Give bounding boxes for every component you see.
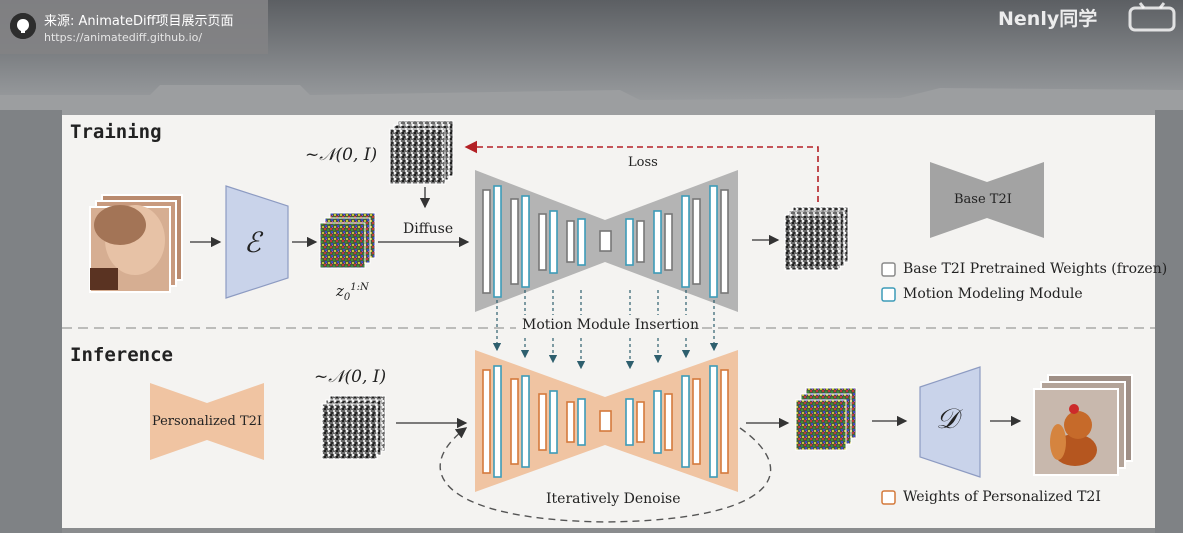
github-icon xyxy=(10,13,36,39)
legend-frozen-label: Base T2I Pretrained Weights (frozen) xyxy=(903,261,1168,277)
inference-noise-cube xyxy=(321,395,386,460)
training-title: Training xyxy=(70,121,162,143)
legend-swatch-personalized xyxy=(881,490,896,505)
training-noise-distribution: ~𝒩(0, I) xyxy=(305,145,378,165)
personalized-t2i-label: Personalized T2I xyxy=(151,414,263,429)
watermark-name: Nenly同学 xyxy=(998,8,1098,30)
loss-arrow xyxy=(464,140,819,202)
latent-label: z01:N xyxy=(336,282,369,303)
training-unet-layers xyxy=(482,185,729,298)
base-t2i-block xyxy=(930,162,1044,238)
iterative-denoise-loop xyxy=(439,427,772,523)
legend-motion-label: Motion Modeling Module xyxy=(903,286,1083,302)
training-video-frames xyxy=(89,194,183,293)
personalized-t2i-block xyxy=(150,383,264,460)
motion-insertion-label-bg xyxy=(516,315,694,337)
inference-unet-layers xyxy=(482,365,729,478)
inference-title: Inference xyxy=(70,344,173,366)
training-output-noise-cube xyxy=(784,206,849,271)
diffuse-label: Diffuse xyxy=(403,221,454,237)
legend-personalized-label: Weights of Personalized T2I xyxy=(903,489,1101,505)
decoder-symbol: 𝒟 xyxy=(936,402,959,435)
decoder-block xyxy=(919,366,981,478)
inference-output-frames xyxy=(1033,374,1133,476)
iterative-denoise-label: Iteratively Denoise xyxy=(546,491,681,507)
legend-swatch-motion xyxy=(881,287,896,302)
latent-label-z: z xyxy=(336,282,344,300)
encoder-block xyxy=(225,185,289,299)
encoder-symbol: ℰ xyxy=(244,226,261,259)
source-title: 来源: AnimateDiff项目展示页面 xyxy=(44,14,234,29)
inference-latent-cube xyxy=(795,387,857,451)
inference-noise-distribution: ~𝒩(0, I) xyxy=(314,367,387,387)
motion-insertion-label: Motion Module Insertion xyxy=(522,317,699,333)
source-card[interactable]: 来源: AnimateDiff项目展示页面 https://animatedif… xyxy=(0,0,268,54)
latent-cube xyxy=(319,212,376,269)
source-url[interactable]: https://animatediff.github.io/ xyxy=(44,31,203,44)
background-right xyxy=(1155,110,1183,533)
base-t2i-label: Base T2I xyxy=(954,192,1012,207)
training-noise-cube xyxy=(389,120,454,185)
bilibili-logo xyxy=(1128,2,1176,32)
legend-swatch-frozen xyxy=(881,262,896,277)
background-left xyxy=(0,110,62,533)
loss-label: Loss xyxy=(628,155,658,170)
latent-label-sub: 0 xyxy=(343,292,351,303)
latent-label-sup: 1:N xyxy=(350,282,369,293)
